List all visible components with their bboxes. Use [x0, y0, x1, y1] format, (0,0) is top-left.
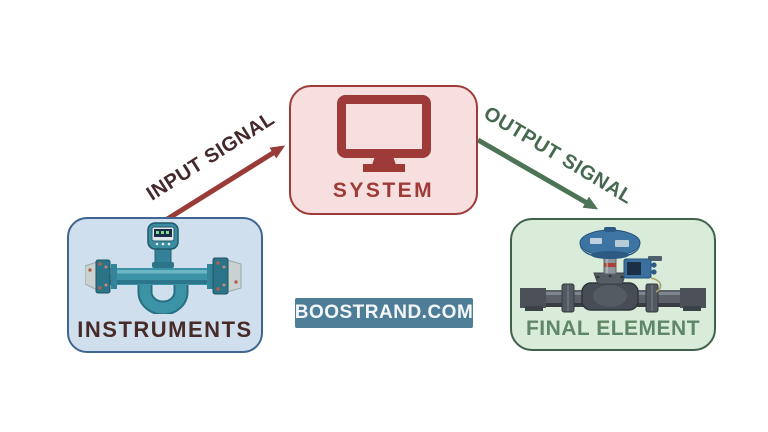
output-signal-label: OUTPUT SIGNAL — [479, 102, 637, 209]
system-node: SYSTEM — [289, 85, 478, 215]
final-element-node-label: FINAL ELEMENT — [525, 317, 701, 340]
website-watermark-badge: BOOSTRAND.COM — [295, 298, 473, 328]
computer-monitor-icon — [336, 95, 431, 172]
control-valve-image — [520, 227, 706, 313]
coriolis-flow-meter-image — [85, 222, 242, 314]
instruments-node: INSTRUMENTS — [67, 217, 263, 353]
final-element-node: FINAL ELEMENT — [510, 218, 716, 351]
system-node-label: SYSTEM — [332, 179, 435, 202]
input-signal-label: INPUT SIGNAL — [142, 107, 279, 206]
instruments-node-label: INSTRUMENTS — [77, 317, 253, 342]
